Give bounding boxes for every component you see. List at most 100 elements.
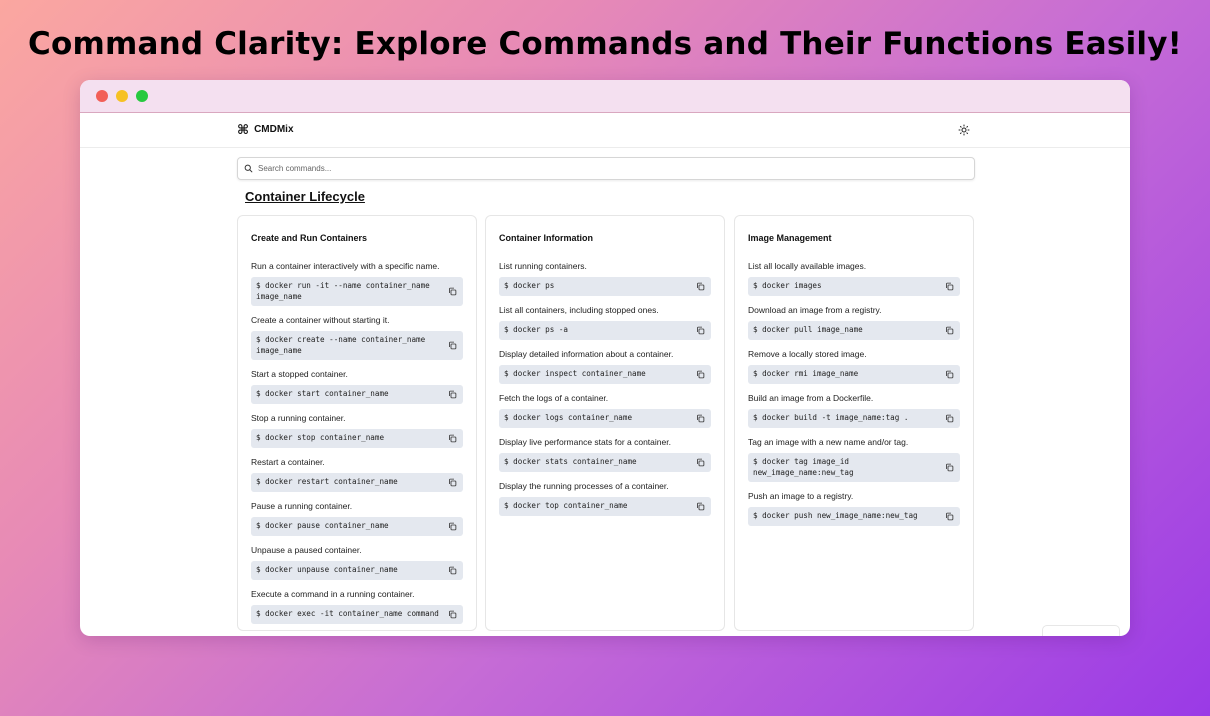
command-text: $ docker rmi image_name [753, 369, 859, 378]
banner-headline: Command Clarity: Explore Commands and Th… [28, 26, 1182, 62]
command-text: $ docker unpause container_name [256, 565, 398, 574]
copy-icon[interactable] [448, 434, 457, 443]
copy-icon[interactable] [945, 414, 954, 423]
command-description: Display the running processes of a conta… [499, 481, 669, 491]
command-text: $ docker run -it --name container_name i… [256, 281, 430, 301]
command-snippet: $ docker logs container_name [499, 409, 711, 428]
copy-icon[interactable] [448, 610, 457, 619]
command-text: $ docker push new_image_name:new_tag [753, 511, 918, 520]
command-snippet: $ docker start container_name [251, 385, 463, 404]
command-description: Execute a command in a running container… [251, 589, 415, 599]
card-title: Create and Run Containers [251, 233, 368, 243]
command-text: $ docker exec -it container_name command [256, 609, 439, 618]
command-snippet: $ docker push new_image_name:new_tag [748, 507, 960, 526]
copy-icon[interactable] [945, 370, 954, 379]
command-text: $ docker images [753, 281, 822, 290]
command-snippet: $ docker exec -it container_name command [251, 605, 463, 624]
card-title: Image Management [748, 233, 832, 243]
command-text: $ docker top container_name [504, 501, 628, 510]
command-snippet: $ docker ps [499, 277, 711, 296]
command-description: Run a container interactively with a spe… [251, 261, 440, 271]
command-snippet: $ docker ps -a [499, 321, 711, 340]
command-description: Tag an image with a new name and/or tag. [748, 437, 909, 447]
section-title: Container Lifecycle [245, 189, 365, 204]
copy-icon[interactable] [448, 522, 457, 531]
card-title: Container Information [499, 233, 593, 243]
search-icon [244, 164, 253, 173]
command-description: Restart a container. [251, 457, 325, 467]
command-text: $ docker build -t image_name:tag . [753, 413, 909, 422]
command-snippet: $ docker top container_name [499, 497, 711, 516]
minimize-window-button[interactable] [116, 90, 128, 102]
command-description: Display live performance stats for a con… [499, 437, 671, 447]
command-snippet: $ docker stop container_name [251, 429, 463, 448]
window-titlebar [80, 80, 1130, 113]
copy-icon[interactable] [945, 282, 954, 291]
browser-window: ⌘ CMDMix Container Lifecycle Create and … [80, 80, 1130, 636]
command-snippet: $ docker pull image_name [748, 321, 960, 340]
command-snippet: $ docker rmi image_name [748, 365, 960, 384]
floating-widget[interactable] [1042, 625, 1120, 636]
command-description: Fetch the logs of a container. [499, 393, 609, 403]
copy-icon[interactable] [696, 502, 705, 511]
command-snippet: $ docker unpause container_name [251, 561, 463, 580]
command-text: $ docker ps [504, 281, 555, 290]
maximize-window-button[interactable] [136, 90, 148, 102]
copy-icon[interactable] [945, 512, 954, 521]
copy-icon[interactable] [448, 287, 457, 296]
copy-icon[interactable] [945, 326, 954, 335]
brand-link[interactable]: ⌘ CMDMix [237, 123, 294, 136]
command-description: Display detailed information about a con… [499, 349, 674, 359]
command-description: Start a stopped container. [251, 369, 348, 379]
command-snippet: $ docker stats container_name [499, 453, 711, 472]
command-snippet: $ docker build -t image_name:tag . [748, 409, 960, 428]
command-text: $ docker pause container_name [256, 521, 389, 530]
sun-icon [958, 124, 970, 136]
command-text: $ docker restart container_name [256, 477, 398, 486]
command-snippet: $ docker images [748, 277, 960, 296]
app-name: CMDMix [254, 124, 294, 135]
copy-icon[interactable] [696, 370, 705, 379]
command-text: $ docker tag image_id new_image_name:new… [753, 457, 854, 477]
search-bar [237, 157, 975, 180]
command-key-icon: ⌘ [237, 122, 250, 137]
command-snippet: $ docker run -it --name container_name i… [251, 277, 463, 306]
command-description: Stop a running container. [251, 413, 346, 423]
command-snippet: $ docker pause container_name [251, 517, 463, 536]
command-snippet: $ docker restart container_name [251, 473, 463, 492]
copy-icon[interactable] [696, 414, 705, 423]
command-text: $ docker create --name container_name im… [256, 335, 426, 355]
theme-toggle-button[interactable] [956, 122, 972, 138]
copy-icon[interactable] [945, 463, 954, 472]
copy-icon[interactable] [448, 390, 457, 399]
command-description: Download an image from a registry. [748, 305, 882, 315]
command-text: $ docker pull image_name [753, 325, 863, 334]
command-text: $ docker logs container_name [504, 413, 633, 422]
command-description: List all locally available images. [748, 261, 867, 271]
command-description: Pause a running container. [251, 501, 353, 511]
command-text: $ docker start container_name [256, 389, 389, 398]
copy-icon[interactable] [696, 458, 705, 467]
copy-icon[interactable] [696, 282, 705, 291]
command-description: Push an image to a registry. [748, 491, 854, 501]
command-text: $ docker stats container_name [504, 457, 637, 466]
command-snippet: $ docker create --name container_name im… [251, 331, 463, 360]
command-description: List running containers. [499, 261, 587, 271]
search-input[interactable] [258, 164, 958, 173]
command-text: $ docker stop container_name [256, 433, 385, 442]
command-snippet: $ docker inspect container_name [499, 365, 711, 384]
copy-icon[interactable] [696, 326, 705, 335]
command-text: $ docker ps -a [504, 325, 569, 334]
command-snippet: $ docker tag image_id new_image_name:new… [748, 453, 960, 482]
command-description: Create a container without starting it. [251, 315, 390, 325]
copy-icon[interactable] [448, 478, 457, 487]
app-navbar: ⌘ CMDMix [80, 113, 1130, 148]
copy-icon[interactable] [448, 341, 457, 350]
command-description: List all containers, including stopped o… [499, 305, 659, 315]
command-text: $ docker inspect container_name [504, 369, 646, 378]
close-window-button[interactable] [96, 90, 108, 102]
copy-icon[interactable] [448, 566, 457, 575]
command-description: Remove a locally stored image. [748, 349, 867, 359]
